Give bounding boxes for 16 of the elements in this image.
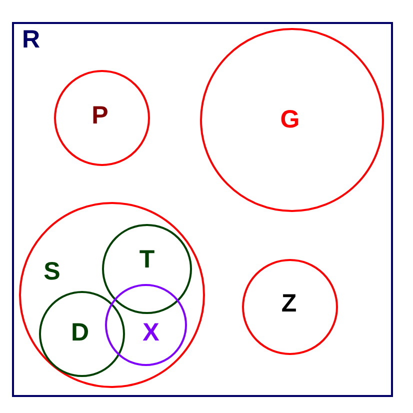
universe-box — [12, 22, 393, 397]
set-circle — [39, 291, 125, 377]
set-label: D — [70, 320, 90, 346]
set-circle — [54, 70, 150, 166]
set-label: Z — [281, 292, 297, 316]
set-label: R — [22, 28, 40, 52]
set-label: G — [280, 108, 300, 132]
set-label: P — [92, 104, 108, 128]
set-circle — [242, 259, 338, 355]
set-circle — [19, 202, 205, 388]
set-circle — [105, 284, 187, 366]
set-circle — [102, 224, 192, 314]
set-label: X — [142, 320, 160, 346]
set-label: S — [44, 260, 60, 284]
set-circle — [200, 28, 384, 212]
set-label: T — [139, 248, 155, 272]
